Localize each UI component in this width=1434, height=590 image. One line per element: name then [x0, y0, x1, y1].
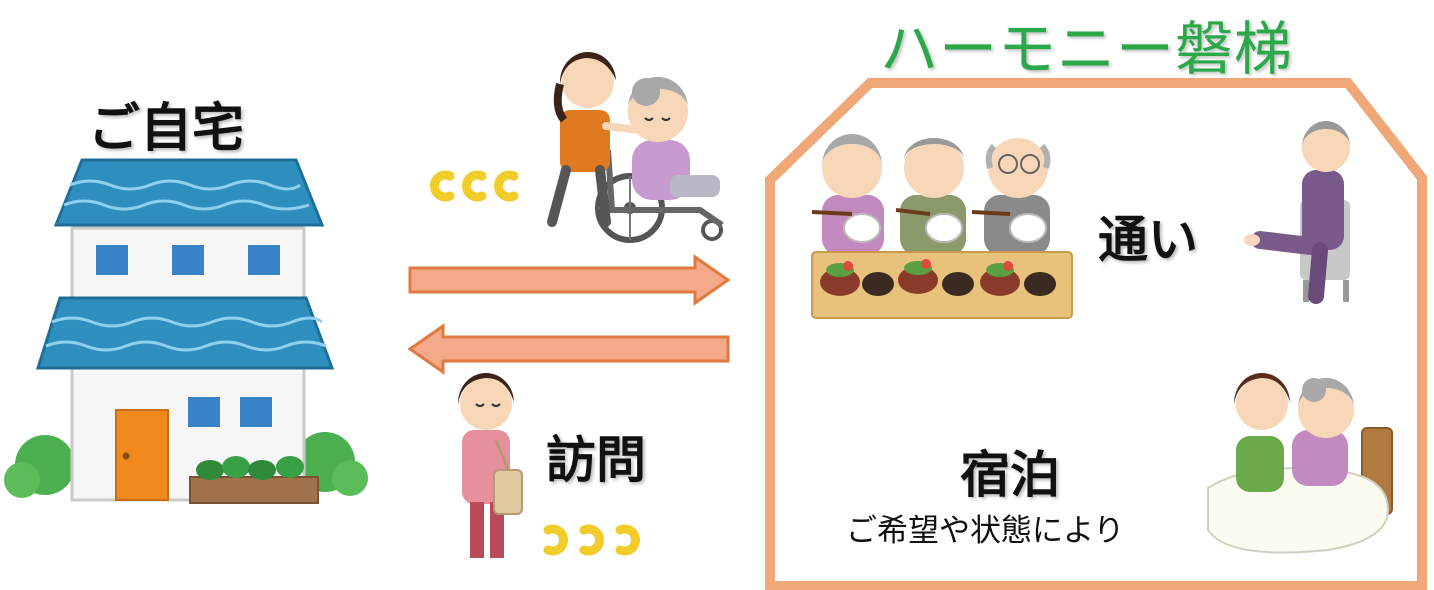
motion-marks-right [543, 524, 641, 556]
service-label-houmon: 訪問 [546, 431, 646, 489]
arrow-to-facility [408, 254, 731, 306]
caregiver-wheelchair-icon [547, 51, 724, 243]
shukuhaku-note: ご希望や状態により [846, 513, 1125, 549]
house-icon [4, 158, 368, 504]
bedside-care-icon [1207, 372, 1393, 554]
service-label-kayoi: 通い [1098, 211, 1198, 269]
facility-border [765, 78, 1427, 590]
arrow-to-home [407, 323, 730, 375]
visiting-caregiver-icon [457, 372, 523, 558]
facility-title: ハーモニー磐梯 [880, 15, 1294, 83]
exercise-elderly-icon [1244, 120, 1350, 304]
service-label-shukuhaku: 宿泊 [960, 446, 1060, 504]
motion-marks-left [429, 170, 519, 202]
home-label: ご自宅 [88, 99, 245, 159]
dining-elderly-icon [811, 133, 1073, 319]
